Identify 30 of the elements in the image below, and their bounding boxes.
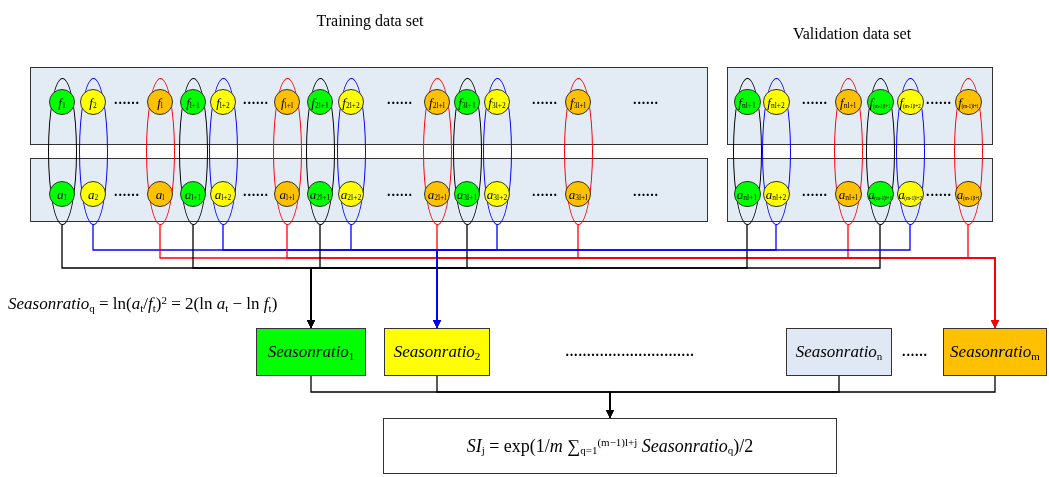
ellipsis-dots: ...... xyxy=(532,185,558,199)
connector-arrow xyxy=(307,224,881,329)
ellipsis-dots: ...... xyxy=(802,185,828,199)
ellipsis-dots: ...... xyxy=(243,185,269,199)
ellipsis-dots: ...... xyxy=(926,185,952,199)
ellipsis-dots: ...... xyxy=(387,93,413,107)
section-title: Training data set xyxy=(316,13,424,29)
connector-arrow xyxy=(606,375,996,419)
formula-box: SI$_{j}$ = exp(1/m ∑$_{q=1}$$^{(m−1)l+j}$ Seasonratio$_{q}$)/2 xyxy=(383,418,837,474)
connector-arrow xyxy=(967,224,999,329)
section-title: Validation data set xyxy=(792,26,912,42)
ellipsis-dots: .............................. xyxy=(565,345,695,359)
ellipsis-dots: ...... xyxy=(633,185,659,199)
connector-arrow xyxy=(433,224,911,329)
ellipsis-dots: ...... xyxy=(902,345,928,359)
ellipsis-dots: ...... xyxy=(633,93,659,107)
ellipsis-dots: ...... xyxy=(387,185,413,199)
ratio-box: Seasonratio$_{1}$ xyxy=(256,328,366,376)
ellipsis-dots: ...... xyxy=(532,93,558,107)
ellipsis-dots: ...... xyxy=(243,93,269,107)
ellipsis-dots: ...... xyxy=(114,185,140,199)
ellipsis-dots: ...... xyxy=(114,93,140,107)
ellipsis-dots: ...... xyxy=(926,93,952,107)
ratio-box: Seasonratio$_{n}$ xyxy=(786,328,892,376)
data-band xyxy=(30,67,708,145)
data-band xyxy=(30,158,708,222)
formula: Seasonratio$_{q}$ = ln(a$_{t}$/f$_{t}$)$^{2}$ = 2(ln a$_{t}$ − ln f$_{t}$) xyxy=(8,292,278,316)
ellipsis-dots: ...... xyxy=(802,93,828,107)
ratio-box: Seasonratio$_{2}$ xyxy=(384,328,490,376)
ratio-box: Seasonratio$_{m}$ xyxy=(943,328,1047,376)
